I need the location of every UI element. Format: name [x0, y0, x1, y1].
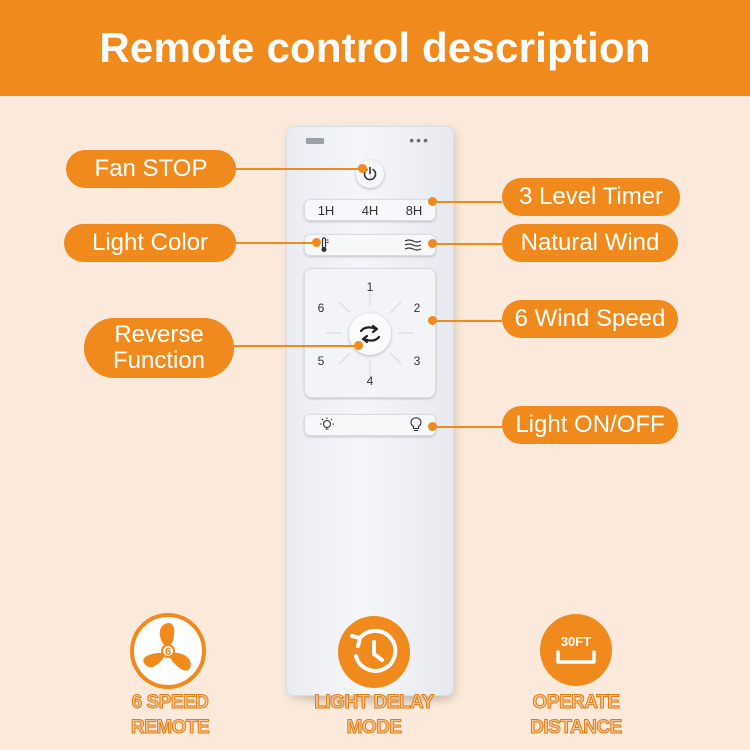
pointer-dot-wind-speed — [428, 316, 437, 325]
pointer-dot-light-color — [312, 238, 321, 247]
callout-natural-wind: Natural Wind — [502, 224, 678, 262]
page-title: Remote control description — [99, 24, 651, 71]
feature-speed-remote-label: 6 SPEED REMOTE — [85, 690, 255, 740]
callout-timer-label: 3 Level Timer — [518, 183, 664, 210]
feature-speed-line1: 6 SPEED — [131, 692, 209, 714]
speed-4-button[interactable]: 4 — [366, 374, 374, 388]
header-banner: Remote control description — [0, 0, 750, 96]
leader-fan-stop — [236, 168, 362, 170]
leader-light-onoff — [432, 426, 502, 428]
indicator-dots-icon: ••• — [409, 132, 430, 148]
callout-reverse-line2: Function — [112, 347, 206, 374]
pointer-dot-timer — [428, 197, 437, 206]
timer-4h-button[interactable]: 4H — [361, 202, 379, 218]
speed-2-button[interactable]: 2 — [413, 301, 421, 315]
feature-delay-line1: LIGHT DELAY — [314, 692, 435, 714]
callout-timer: 3 Level Timer — [502, 178, 680, 216]
leader-reverse — [234, 345, 358, 347]
feature-delay-line2: MODE — [346, 717, 403, 739]
distance-icon: 30FT — [538, 612, 614, 688]
speed-6-button[interactable]: 6 — [317, 301, 325, 315]
reverse-icon — [359, 324, 381, 344]
feature-light-delay-label: LIGHT DELAY MODE — [289, 690, 459, 740]
feature-distance-line2: DISTANCE — [530, 717, 623, 739]
speed-5-button[interactable]: 5 — [317, 354, 325, 368]
light-buttons — [304, 414, 436, 436]
fan-icon: 6 — [128, 611, 208, 691]
wind-icon[interactable] — [404, 238, 422, 252]
callout-fan-stop: Fan STOP — [66, 150, 236, 188]
thermometer-icon[interactable] — [318, 237, 330, 253]
ir-window — [306, 138, 324, 144]
pointer-dot-reverse — [354, 341, 363, 350]
feature-speed-line2: REMOTE — [130, 717, 210, 739]
callout-light-onoff: Light ON/OFF — [502, 406, 678, 444]
callout-wind-speed: 6 Wind Speed — [502, 300, 678, 338]
mode-buttons — [304, 234, 436, 256]
light-bulb-icon[interactable] — [410, 417, 422, 433]
timer-8h-button[interactable]: 8H — [405, 202, 423, 218]
callout-fan-stop-label: Fan STOP — [94, 155, 208, 182]
feature-distance-label: OPERATE DISTANCE — [491, 690, 661, 740]
leader-wind-speed — [432, 320, 502, 322]
remote-control: ••• 1H 4H 8H — [286, 126, 454, 696]
speed-1-button[interactable]: 1 — [366, 280, 374, 294]
clock-history-icon — [336, 614, 412, 690]
callout-wind-speed-label: 6 Wind Speed — [514, 305, 666, 332]
timer-1h-button[interactable]: 1H — [317, 202, 335, 218]
feature-distance-line1: OPERATE — [532, 692, 620, 714]
callout-light-color-label: Light Color — [91, 229, 209, 256]
pointer-dot-fan-stop — [358, 164, 367, 173]
callout-light-onoff-label: Light ON/OFF — [515, 411, 665, 438]
callout-reverse-line1: Reverse — [114, 321, 204, 348]
timer-buttons: 1H 4H 8H — [304, 199, 436, 221]
fan-icon-text: 6 — [165, 646, 171, 658]
leader-natural-wind — [432, 243, 502, 245]
distance-icon-text: 30FT — [561, 634, 591, 649]
speed-dial-rays-icon — [326, 290, 414, 376]
pointer-dot-light-onoff — [428, 422, 437, 431]
callout-light-color: Light Color — [64, 224, 236, 262]
light-on-icon[interactable] — [318, 417, 336, 433]
speed-3-button[interactable]: 3 — [413, 354, 421, 368]
speed-dial: 1 2 3 4 5 6 — [304, 268, 436, 398]
callout-natural-wind-label: Natural Wind — [520, 229, 660, 256]
leader-light-color — [236, 242, 316, 244]
pointer-dot-natural-wind — [428, 239, 437, 248]
leader-timer — [432, 201, 502, 203]
callout-reverse-function: Reverse Function — [84, 318, 234, 378]
